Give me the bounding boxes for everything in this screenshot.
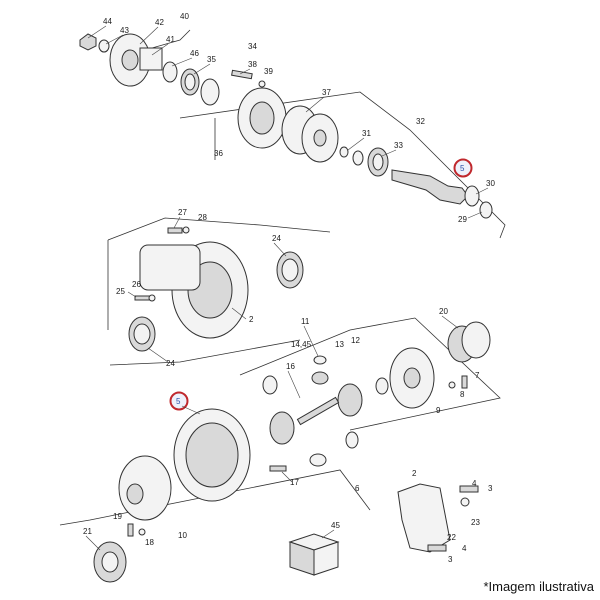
- label-14-45: 14,45: [291, 340, 312, 349]
- part-labels: 44 40 42 43 41 34 46 35 38 39 37 32 31 3…: [83, 12, 495, 564]
- label-32: 32: [416, 117, 425, 126]
- washer-18: [138, 528, 146, 536]
- highlight-circle-5b: [169, 391, 189, 411]
- label-8: 8: [460, 390, 465, 399]
- highlight-circle-5a: [453, 158, 473, 178]
- label-12: 12: [351, 336, 360, 345]
- label-36: 36: [214, 149, 223, 158]
- label-24-top: 24: [272, 234, 281, 243]
- label-23: 23: [471, 518, 480, 527]
- side-gear-lower: [269, 411, 295, 445]
- pinion-assembly: [79, 29, 506, 239]
- bolt-7: [461, 375, 468, 389]
- label-39: 39: [264, 67, 273, 76]
- label-46: 46: [190, 49, 199, 58]
- kit-box-45: [288, 533, 340, 576]
- pinion-gear-13: [311, 371, 329, 385]
- washer-23: [460, 497, 470, 507]
- label-18: 18: [145, 538, 154, 547]
- bolt-27: [167, 227, 183, 234]
- label-10: 10: [178, 531, 187, 540]
- label-42: 42: [155, 18, 164, 27]
- label-25: 25: [116, 287, 125, 296]
- washer-43: [98, 39, 110, 53]
- washer-31: [339, 146, 349, 158]
- label-27: 27: [178, 208, 187, 217]
- differential-assembly: [59, 317, 501, 583]
- label-19: 19: [113, 512, 122, 521]
- label-28: 28: [198, 213, 207, 222]
- label-38: 38: [248, 60, 257, 69]
- label-31: 31: [362, 129, 371, 138]
- label-5-top: 5: [460, 164, 465, 173]
- washer-14: [313, 355, 327, 365]
- label-9: 9: [436, 406, 441, 415]
- washer-29: [479, 201, 493, 219]
- washer-8: [448, 381, 456, 389]
- label-11: 11: [301, 317, 310, 326]
- label-3-top: 3: [488, 484, 493, 493]
- nut-44: [79, 33, 97, 51]
- diff-case-21: [118, 455, 172, 521]
- label-4-top: 4: [472, 479, 477, 488]
- side-gear-12: [337, 383, 363, 417]
- bracket-2: [397, 483, 451, 553]
- label-3-bottom: 3: [448, 555, 453, 564]
- label-24-bottom: 24: [166, 359, 175, 368]
- carrier-housing-assembly: [107, 217, 331, 366]
- bolt-38: [231, 69, 253, 80]
- washer-39: [258, 80, 266, 88]
- label-34: 34: [248, 42, 257, 51]
- label-40: 40: [180, 12, 189, 21]
- label-2-mid: 2: [249, 315, 254, 324]
- label-33: 33: [394, 141, 403, 150]
- label-22: 22: [447, 533, 456, 542]
- label-35: 35: [207, 55, 216, 64]
- label-21: 21: [83, 527, 92, 536]
- label-30: 30: [486, 179, 495, 188]
- label-41: 41: [166, 35, 175, 44]
- label-5-bottom: 5: [176, 397, 181, 406]
- bolt-19: [127, 523, 134, 537]
- pinion-shaft-5: [391, 169, 469, 205]
- illustrative-image-caption: *Imagem ilustrativa: [483, 579, 594, 594]
- label-6: 6: [355, 484, 360, 493]
- bearing-30: [464, 185, 480, 207]
- seal-46: [162, 61, 178, 83]
- label-7: 7: [475, 371, 480, 380]
- label-17: 17: [290, 478, 299, 487]
- label-43: 43: [120, 26, 129, 35]
- bolt-17: [269, 465, 287, 472]
- label-37: 37: [322, 88, 331, 97]
- label-45: 45: [331, 521, 340, 530]
- label-13: 13: [335, 340, 344, 349]
- label-16: 16: [286, 362, 295, 371]
- washer-28: [182, 226, 190, 234]
- leader-lines: [85, 25, 489, 551]
- bolt-4-3b: [427, 544, 447, 552]
- label-44: 44: [103, 17, 112, 26]
- bolt-4-3: [459, 485, 479, 493]
- label-26: 26: [132, 280, 141, 289]
- label-29: 29: [458, 215, 467, 224]
- washer-26: [148, 294, 156, 302]
- label-4-bottom: 4: [462, 544, 467, 553]
- label-20: 20: [439, 307, 448, 316]
- label-2-bracket: 2: [412, 469, 417, 478]
- cross-shaft-16: [296, 396, 340, 426]
